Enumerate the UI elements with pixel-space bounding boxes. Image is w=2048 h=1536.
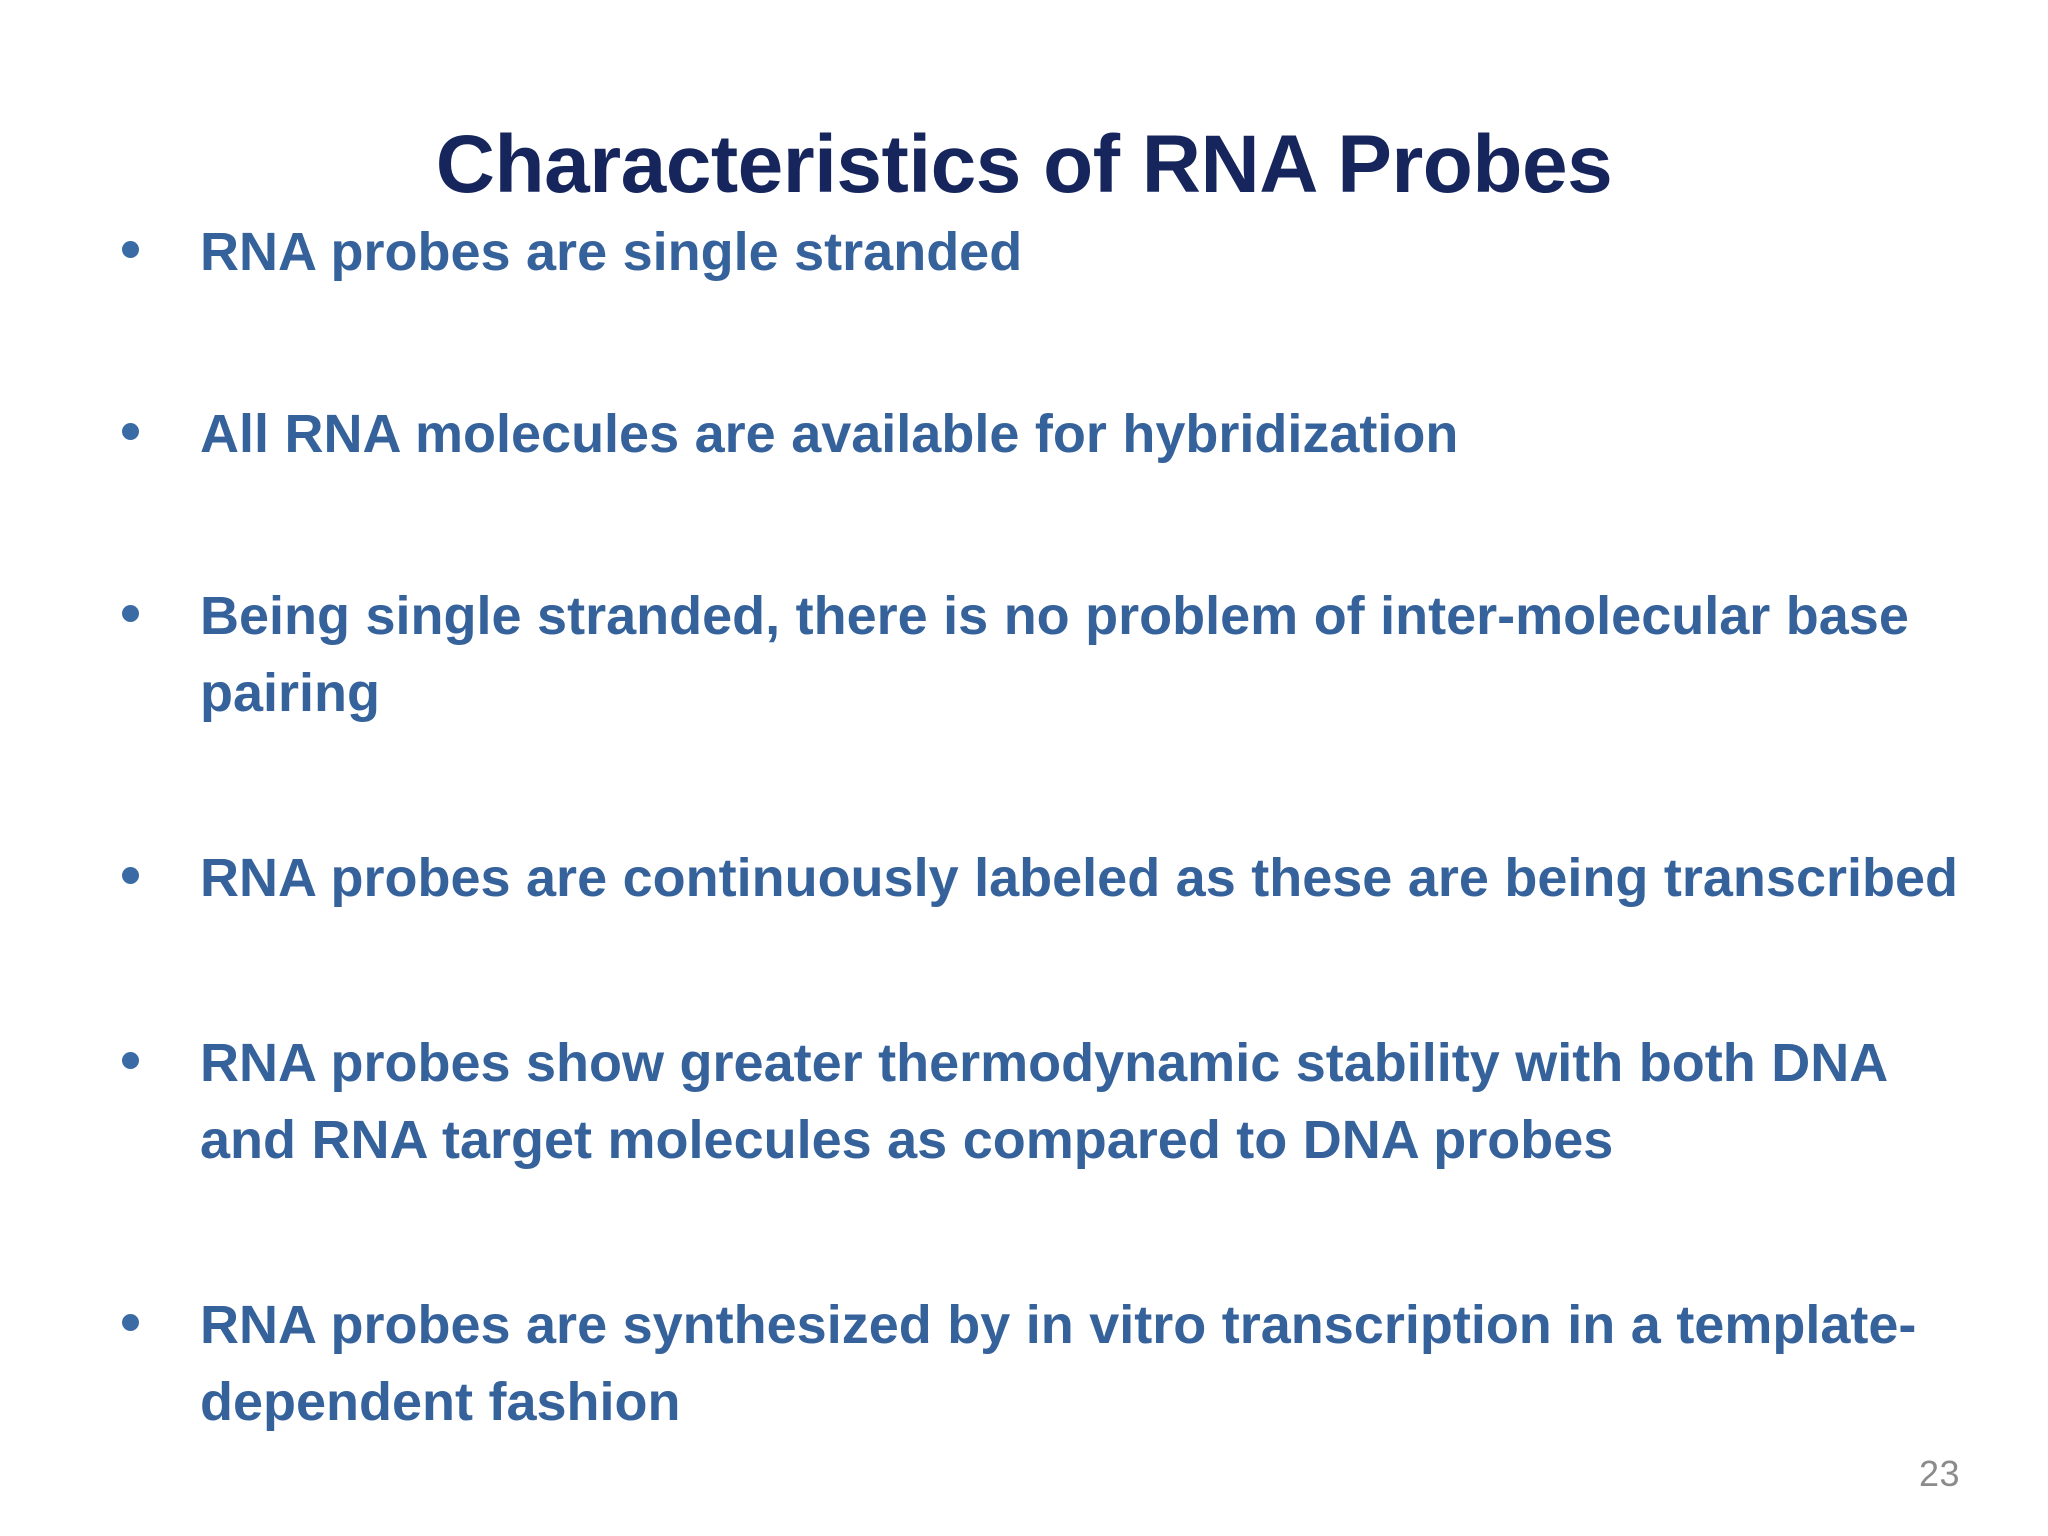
list-item-text: All RNA molecules are available for hybr… — [200, 404, 1459, 464]
bullet-dot-icon — [122, 1025, 156, 1102]
bullet-dot-icon — [122, 840, 156, 917]
list-item: All RNA molecules are available for hybr… — [108, 396, 1968, 473]
list-item: RNA probes are synthesized by in vitro t… — [108, 1287, 1968, 1441]
bullet-dot-icon — [122, 1287, 156, 1364]
list-item-text: RNA probes are continuously labeled as t… — [200, 848, 1958, 908]
list-item: RNA probes are single stranded — [108, 214, 1968, 291]
bullet-dot-icon — [122, 396, 156, 473]
slide-page-number: 23 — [1918, 1453, 1960, 1494]
bullet-dot-icon — [122, 214, 156, 291]
list-item: RNA probes are continuously labeled as t… — [108, 840, 1968, 917]
page-title: Characteristics of RNA Probes — [435, 118, 1613, 210]
list-item: RNA probes show greater thermodynamic st… — [108, 1025, 1968, 1179]
bullet-dot-icon — [122, 578, 156, 655]
list-item: Being single stranded, there is no probl… — [108, 578, 1968, 732]
list-item-text: RNA probes are single stranded — [200, 222, 1023, 282]
bullet-list: RNA probes are single stranded All RNA m… — [108, 214, 1968, 1441]
list-item-text: RNA probes show greater thermodynamic st… — [200, 1033, 1887, 1170]
list-item-text: Being single stranded, there is no probl… — [200, 586, 1909, 723]
list-item-text: RNA probes are synthesized by in vitro t… — [200, 1295, 1917, 1432]
